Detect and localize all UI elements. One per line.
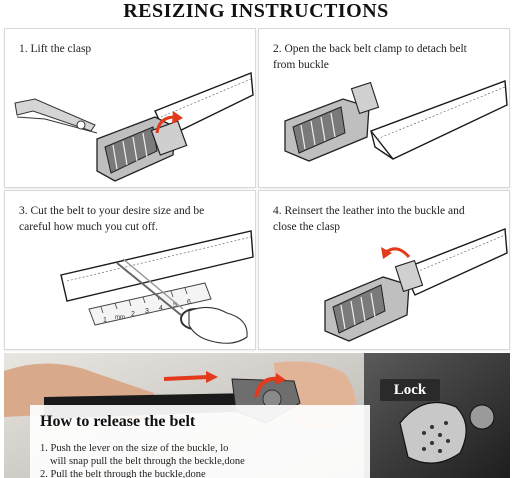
step-2-line2: from buckle [273,59,329,71]
clasp-arrow-icon [155,115,176,134]
step-1-text: 1. Lift the clasp [19,41,91,57]
ruler-number-1: 1 [103,317,107,324]
step-1-panel: 1. Lift the clasp [4,28,256,188]
ruler-number-5: 5 [173,302,177,309]
step-2-panel: 2. Open the back belt clamp to detach be… [258,28,510,188]
step-4-line2: close the clasp [273,221,341,233]
ruler-number-4: 4 [159,305,163,312]
ruler-icon [88,282,212,326]
release-instructions: How to release the belt 1. Push the leve… [30,405,370,478]
lock-icon [399,401,495,464]
step-2-text: 2. Open the back belt clamp to detach be… [273,41,467,73]
step-4-line1: 4. Reinsert the leather into the buckle … [273,205,465,217]
release-line-3: 2. Pull the belt through the buckle,done [40,469,206,478]
step-3-line2: careful how much you cut off. [19,221,159,233]
step-1-illustration [14,72,254,182]
step-1-line1: 1. Lift the clasp [19,43,92,55]
release-line-2: will snap pull the belt through the beck… [50,456,245,467]
ruler-unit: mm [115,315,125,321]
page-title: RESIZING INSTRUCTIONS [123,0,389,22]
ruler-number-6: 6 [187,299,191,306]
buckle-icon [324,259,424,342]
step-3-text: 3. Cut the belt to your desire size and … [19,203,204,235]
step-3-line1: 3. Cut the belt to your desire size and … [19,205,205,217]
step-3-panel: 3. Cut the belt to your desire size and … [4,190,256,350]
release-photo: How to release the belt 1. Push the leve… [4,353,510,478]
step-2-illustration [284,80,508,162]
curved-arrow-icon [254,376,279,398]
release-line-1: 1. Push the lever on the size of the buc… [40,443,229,454]
step-3-illustration: 1 mm 2 3 4 5 6 [60,230,254,344]
step-2-line1: 2. Open the back belt clamp to detach be… [273,43,467,55]
ruler-number-2: 2 [131,311,135,318]
step-4-text: 4. Reinsert the leather into the buckle … [273,203,465,235]
buckle-icon [284,81,380,162]
buckle-icon [96,116,188,182]
release-title: How to release the belt [40,413,196,430]
lock-label: Lock [380,379,440,401]
hand-icon [188,306,248,344]
ruler-number-3: 3 [145,308,149,315]
step-4-panel: 4. Reinsert the leather into the buckle … [258,190,510,350]
step-4-illustration [324,228,508,342]
